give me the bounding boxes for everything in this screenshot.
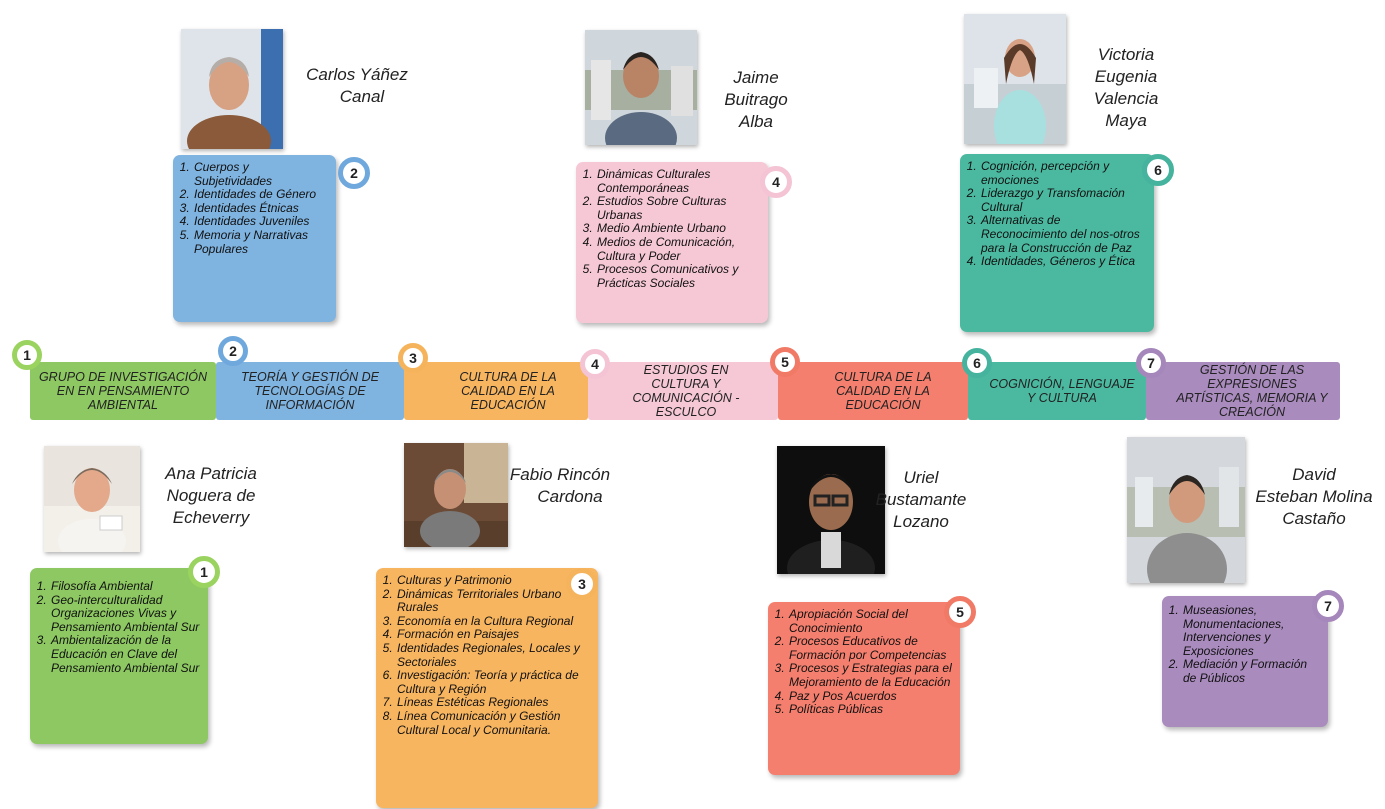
portrait-photo-jaime-buitrago xyxy=(585,30,697,145)
research-line: Cognición, percepción y emociones xyxy=(980,159,1146,187)
research-line: Geo-interculturalidad Organizaciones Viv… xyxy=(50,593,200,635)
research-line: Líneas Estéticas Regionales xyxy=(396,696,590,710)
research-line: Memoria y Narrativas Populares xyxy=(193,228,328,256)
timeline-label: CULTURA DE LA CALIDAD EN LA EDUCACIÓN xyxy=(459,370,557,412)
research-line: Ambientalización de la Educación en Clav… xyxy=(50,634,200,675)
research-line: Paz y Pos Acuerdos xyxy=(788,689,952,704)
box-badge-5: 5 xyxy=(944,596,976,628)
timeline-badge-5: 5 xyxy=(770,347,800,377)
research-line: Procesos Comunicativos y Prácticas Socia… xyxy=(596,262,760,290)
research-line: Formación en Paisajes xyxy=(396,628,590,642)
research-line: Liderazgo y Transfomación Cultural xyxy=(980,186,1146,214)
timeline-label: GRUPO DE INVESTIGACIÓN EN EN PENSAMIENTO… xyxy=(38,370,208,412)
research-line: Identidades Regionales, Locales y Sector… xyxy=(396,641,590,669)
timeline-label: TEORÍA Y GESTIÓN DE TECNOLOGÍAS DE INFOR… xyxy=(241,370,379,412)
research-line: Identidades Juveniles xyxy=(193,215,328,229)
research-line: Culturas y Patrimonio xyxy=(396,573,590,588)
research-line: Identidades, Géneros y Ética xyxy=(980,255,1146,269)
portrait-photo-fabio-rincon xyxy=(404,443,508,547)
box-badge-3: 3 xyxy=(566,568,598,600)
portrait-photo-ana-patricia xyxy=(44,446,140,552)
research-line: Línea Comunicación y Gestión Cultural Lo… xyxy=(396,709,590,737)
timeline-badge-4: 4 xyxy=(580,349,610,379)
timeline-segment-1: GRUPO DE INVESTIGACIÓN EN EN PENSAMIENTO… xyxy=(30,362,216,420)
research-line: Medios de Comunicación, Cultura y Poder xyxy=(596,235,760,263)
research-lines-box-4: Dinámicas Culturales Contemporáneas Estu… xyxy=(576,162,768,323)
research-line: Apropiación Social del Conocimiento xyxy=(788,607,952,635)
research-line: Economía en la Cultura Regional xyxy=(396,614,590,629)
research-line: Cuerpos y Subjetividades xyxy=(193,160,328,188)
timeline-badge-7: 7 xyxy=(1136,348,1166,378)
research-lines-box-7: Museasiones, Monumentaciones, Intervenci… xyxy=(1162,596,1328,727)
research-lines-box-3: Culturas y Patrimonio Dinámicas Territor… xyxy=(376,568,598,808)
timeline-segment-6: COGNICIÓN, LENGUAJE Y CULTURA xyxy=(968,362,1146,420)
research-lines-box-6: Cognición, percepción y emociones Lidera… xyxy=(960,154,1154,332)
research-line: Estudios Sobre Culturas Urbanas xyxy=(596,194,760,222)
research-line: Procesos Educativos de Formación por Com… xyxy=(788,634,952,662)
research-line: Filosofía Ambiental xyxy=(50,579,200,594)
research-line: Medio Ambiente Urbano xyxy=(596,222,760,236)
timeline-label: ESTUDIOS EN CULTURA Y COMUNICACIÓN - ESC… xyxy=(632,363,740,419)
timeline-segment-4: ESTUDIOS EN CULTURA Y COMUNICACIÓN - ESC… xyxy=(588,362,778,420)
box-badge-6: 6 xyxy=(1142,154,1174,186)
research-line: Museasiones, Monumentaciones, Intervenci… xyxy=(1182,603,1320,658)
box-badge-4: 4 xyxy=(760,166,792,198)
research-line: Políticas Públicas xyxy=(788,703,952,717)
timeline-badge-2: 2 xyxy=(218,336,248,366)
research-line: Identidades Étnicas xyxy=(193,201,328,216)
research-lines-box-1: Filosofía Ambiental Geo-interculturalida… xyxy=(30,568,208,744)
research-line: Investigación: Teoría y práctica de Cult… xyxy=(396,668,590,696)
research-line: Identidades de Género xyxy=(193,188,328,202)
research-lines-box-5: Apropiación Social del Conocimiento Proc… xyxy=(768,602,960,775)
timeline-label: CULTURA DE LA CALIDAD EN LA EDUCACIÓN xyxy=(834,370,932,412)
research-line: Dinámicas Culturales Contemporáneas xyxy=(596,167,760,195)
portrait-photo-uriel-bustamante xyxy=(777,446,885,574)
timeline-label: GESTIÓN DE LAS EXPRESIONES ARTÍSTICAS, M… xyxy=(1176,363,1328,419)
timeline-badge-3: 3 xyxy=(398,343,428,373)
research-line: Alternativas de Reconocimiento del nos-o… xyxy=(980,214,1146,255)
timeline-label: COGNICIÓN, LENGUAJE Y CULTURA xyxy=(989,377,1135,405)
timeline-segment-3: CULTURA DE LA CALIDAD EN LA EDUCACIÓN xyxy=(404,362,588,420)
timeline-segment-2: TEORÍA Y GESTIÓN DE TECNOLOGÍAS DE INFOR… xyxy=(216,362,404,420)
box-badge-7: 7 xyxy=(1312,590,1344,622)
research-lines-box-2: Cuerpos y Subjetividades Identidades de … xyxy=(173,155,336,322)
box-badge-2: 2 xyxy=(338,157,370,189)
research-line: Dinámicas Territoriales Urbano Rurales xyxy=(396,587,590,615)
portrait-photo-carlos-yanez xyxy=(181,29,283,149)
timeline-segment-5: CULTURA DE LA CALIDAD EN LA EDUCACIÓN xyxy=(778,362,968,420)
research-line: Mediación y Formación de Públicos xyxy=(1182,658,1320,685)
portrait-photo-victoria-valencia xyxy=(964,14,1066,144)
timeline-segment-7: GESTIÓN DE LAS EXPRESIONES ARTÍSTICAS, M… xyxy=(1146,362,1340,420)
portrait-photo-david-molina xyxy=(1127,437,1245,583)
timeline-badge-6: 6 xyxy=(962,348,992,378)
timeline-badge-1: 1 xyxy=(12,340,42,370)
box-badge-1: 1 xyxy=(188,556,220,588)
research-line: Procesos y Estrategias para el Mejoramie… xyxy=(788,662,952,689)
